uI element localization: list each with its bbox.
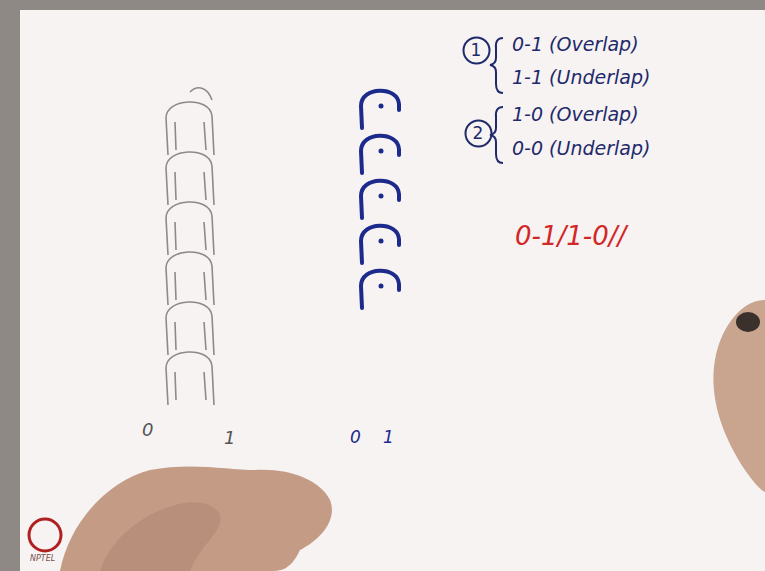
lap-loop <box>361 91 399 128</box>
needle-number: 1 <box>383 428 394 447</box>
pencil-loop-leg <box>175 322 206 350</box>
needle-dot <box>379 104 384 109</box>
pen-tip <box>736 312 760 332</box>
pencil-loop-leg <box>175 122 206 150</box>
lapping-note: 0-1 (Overlap) <box>512 34 639 55</box>
pencil-loop-leg <box>175 272 206 300</box>
curly-brace <box>490 38 503 93</box>
needle-dot <box>379 239 384 244</box>
circle-outline <box>463 37 489 63</box>
circled-number: 2 <box>464 119 493 148</box>
watermark: NPTEL <box>30 555 55 564</box>
pencil-loop-leg <box>175 222 206 250</box>
lapping-note: 0-1/1-0// <box>515 222 626 251</box>
step-number: 1 <box>471 42 482 59</box>
pencil-loop <box>190 88 212 100</box>
needle-dot <box>379 284 384 289</box>
presenter-hands <box>60 300 765 571</box>
circle-outline <box>465 120 491 146</box>
lap-loop <box>361 181 399 218</box>
pencil-loop <box>166 152 214 205</box>
circled-number: 1 <box>462 36 491 65</box>
pencil-loop-leg <box>175 172 206 200</box>
step-number: 2 <box>473 125 484 142</box>
pencil-loop <box>166 252 214 305</box>
pencil-loop-leg <box>175 372 206 400</box>
pencil-loop <box>166 102 214 155</box>
hand <box>713 300 765 492</box>
needle-dot <box>379 194 384 199</box>
needle-number: 0 <box>142 420 153 440</box>
needle-number: 0 <box>350 428 361 447</box>
curly-brace <box>490 38 503 163</box>
lap-loop <box>361 226 399 263</box>
paper-sheet <box>20 10 765 571</box>
pencil-loop-chain <box>166 88 214 405</box>
lapping-note: 1-0 (Overlap) <box>512 104 639 125</box>
needle-number: 1 <box>224 428 235 448</box>
lapping-note: 1-1 (Underlap) <box>512 67 650 88</box>
lap-loop <box>361 136 399 173</box>
curly-brace <box>490 107 503 163</box>
pencil-loop <box>166 302 214 355</box>
blue-loop-chain <box>361 91 399 308</box>
pencil-loop <box>166 352 214 405</box>
needle-dot <box>379 149 384 154</box>
hand <box>60 466 332 571</box>
hand <box>100 502 221 571</box>
logo-mark <box>29 519 61 551</box>
pencil-loop <box>166 202 214 255</box>
lap-loop <box>361 271 399 308</box>
lapping-note: 0-0 (Underlap) <box>512 138 650 159</box>
